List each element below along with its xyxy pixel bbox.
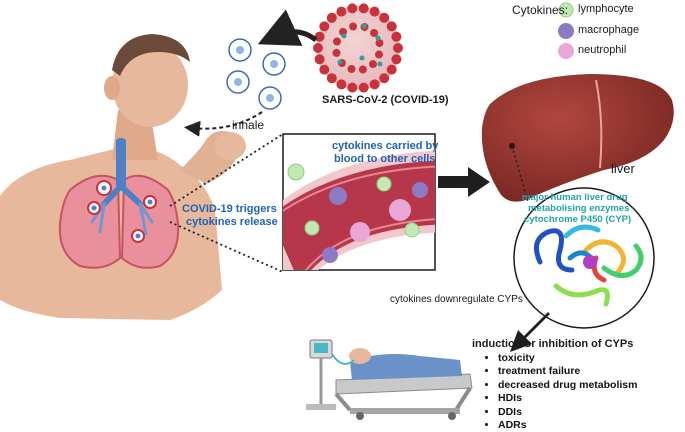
- effect-item: decreased drug metabolism: [498, 379, 637, 392]
- effect-item: toxicity: [498, 352, 637, 365]
- zoom-line-top: [169, 133, 284, 207]
- inhaled-virus-cluster: [226, 38, 286, 110]
- effects-title: induction or inhibition of CYPs: [472, 338, 634, 350]
- liver-to-patient-arrow: [510, 312, 550, 352]
- zoom-line-bottom: [169, 221, 284, 273]
- liver-illustration: [481, 74, 674, 202]
- cyp450-protein-panel: [513, 187, 655, 329]
- legend-title: Cytokines:: [512, 3, 569, 17]
- enzyme-label-line3: cytochrome P450 (CYP): [524, 214, 632, 225]
- effect-item: treatment failure: [498, 365, 637, 378]
- sars-cov-2-virus: [313, 3, 403, 93]
- lungs-label-line1: COVID-19 triggers: [182, 203, 277, 215]
- blood-cells: [287, 163, 428, 263]
- inhale-label: inhale: [232, 118, 265, 132]
- box-to-liver-arrow: [438, 167, 490, 197]
- lungs-label-line2: cytokines release: [186, 216, 278, 228]
- enzyme-label-line1: major human liver drug: [522, 192, 628, 203]
- person-illustration: [0, 34, 246, 320]
- effect-item: HDIs: [498, 392, 637, 405]
- legend-icons: [558, 2, 574, 59]
- virus-label: SARS-CoV-2 (COVID-19): [322, 94, 449, 106]
- legend-macrophage: macrophage: [578, 24, 640, 36]
- virus-to-inhale-arrow: [257, 9, 318, 46]
- downregulate-label: cytokines downregulate CYPs: [390, 294, 523, 305]
- legend-lymphocyte: lymphocyte: [578, 3, 634, 15]
- patient-bed-illustration: [306, 339, 473, 420]
- enzyme-label-line2: metabolising enzymes: [528, 203, 630, 214]
- effect-item: DDIs: [498, 406, 637, 419]
- blood-label-line1: cytokines carried by: [332, 140, 439, 152]
- inhale-arrow: [184, 111, 263, 137]
- effects-list: toxicity treatment failure decreased dru…: [484, 352, 637, 432]
- blood-label-line2: blood to other cells: [334, 153, 436, 165]
- blood-vessel-panel: [282, 133, 436, 271]
- legend-neutrophil: neutrophil: [578, 44, 627, 56]
- liver-label: liver: [611, 161, 635, 176]
- effect-item: ADRs: [498, 419, 637, 432]
- lung-virus-particles: [87, 180, 157, 243]
